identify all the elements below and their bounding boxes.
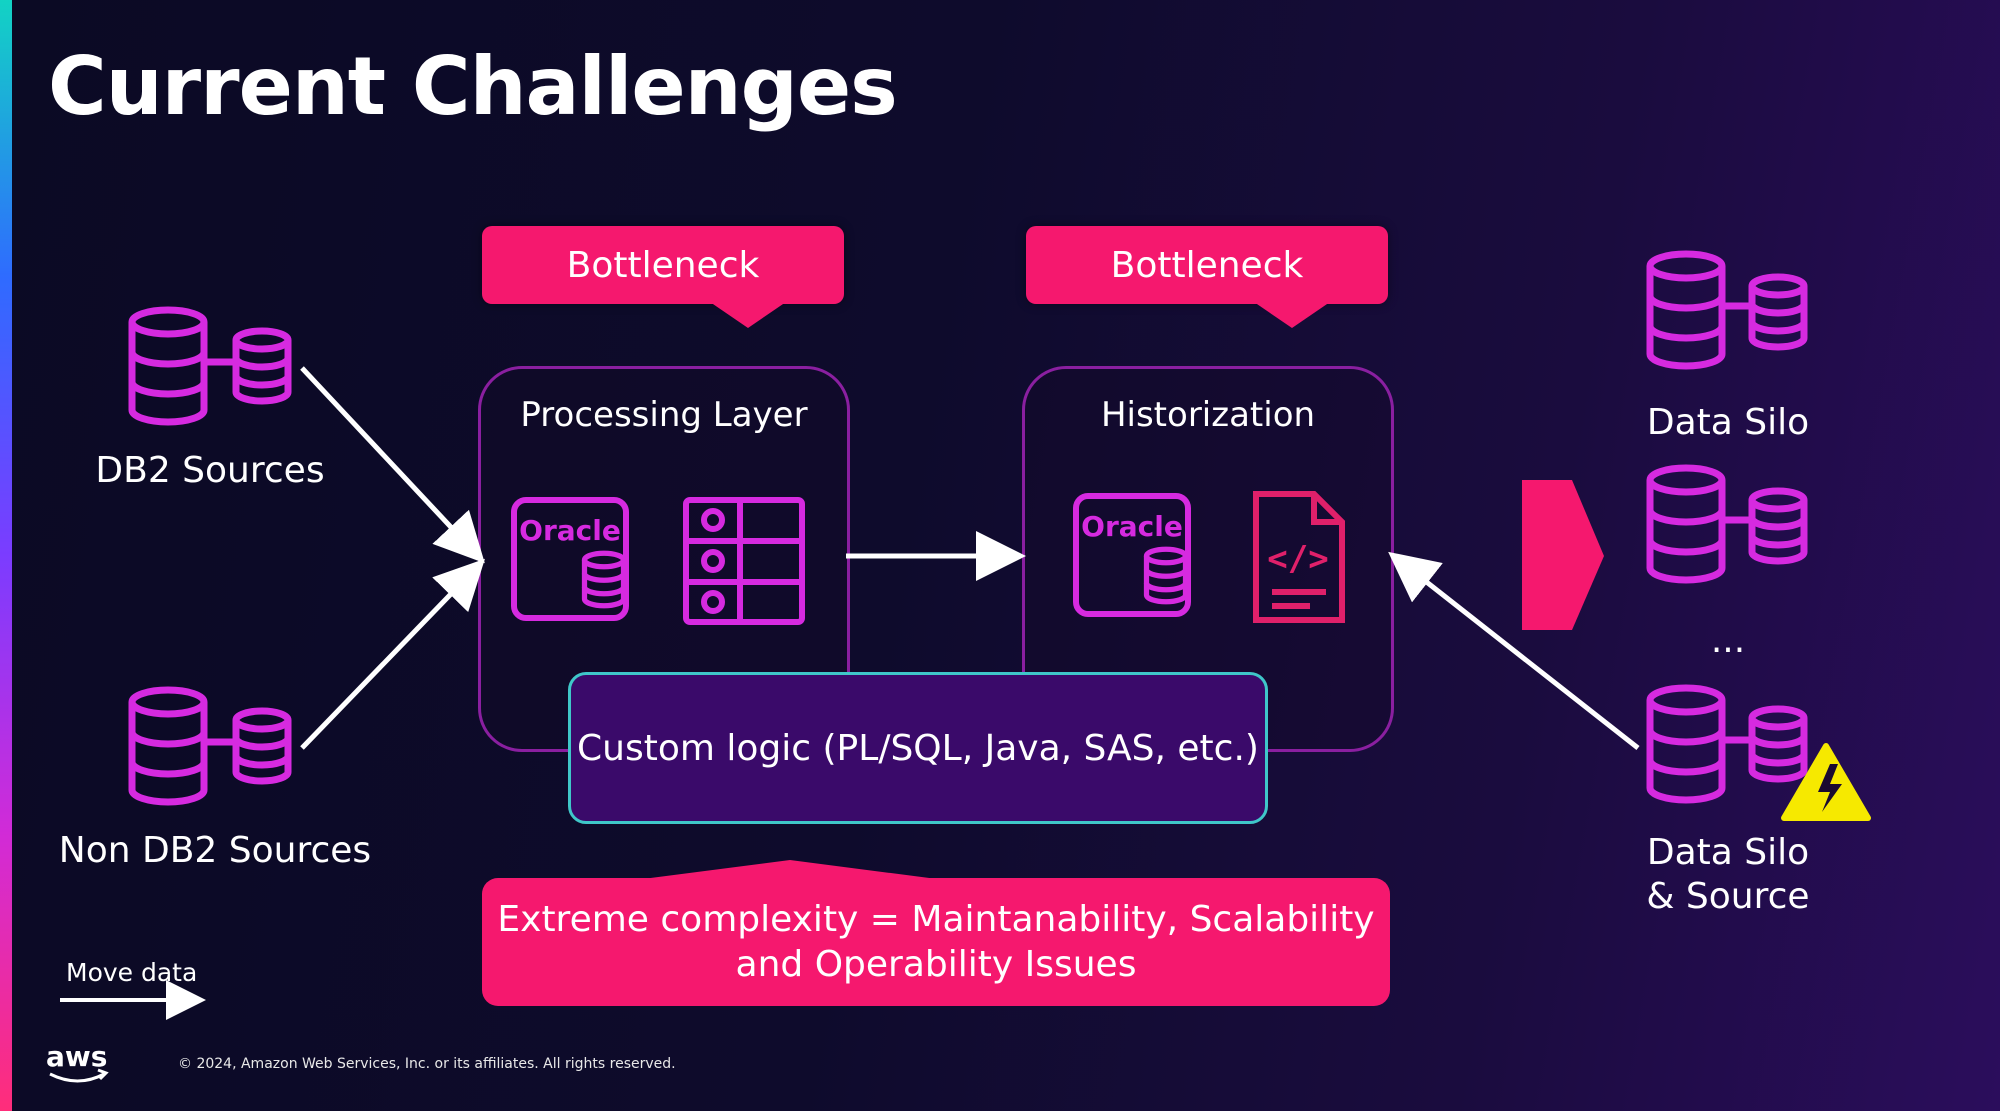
complexity-callout: Extreme complexity = Maintanability, Sca… [482,878,1390,1006]
pink-chevron-arrow [1522,480,1604,630]
data-silo-source-label-line2: & Source [1646,876,1810,917]
complexity-line-1: Extreme complexity = Maintanability, Sca… [497,899,1375,940]
data-silo-source-label-line1: Data Silo [1646,832,1810,873]
bottleneck-tail-right [1254,302,1330,328]
processing-layer-title: Processing Layer [520,395,808,435]
custom-logic-text: Custom logic (PL/SQL, Java, SAS, etc.) [577,727,1259,769]
aws-logo: aws [46,1040,108,1073]
accent-edge-bar [0,0,12,1111]
data-silo-icon-1 [1650,254,1804,366]
code-symbol: </> [1267,539,1328,579]
complexity-callout-tail [620,860,960,882]
oracle-database-icon-historization: Oracle [1073,493,1191,617]
legend-move-data: Move data [66,958,198,987]
bottleneck-callout-left: Bottleneck [482,226,844,304]
data-silo-source-icon [1650,688,1804,800]
db2-sources-label: DB2 Sources [95,450,325,491]
arrow-silo-to-historization [1388,551,1640,750]
warning-lightning-icon [1781,743,1871,821]
slide-title: Current Challenges [48,40,898,133]
data-silo-label: Data Silo [1646,402,1810,443]
complexity-line-2: and Operability Issues [735,944,1137,985]
bottleneck-tail-left [710,302,786,328]
ellipsis-label: ... [1710,620,1746,661]
oracle-database-icon-processing: Oracle [511,497,629,621]
non-db2-sources-label: Non DB2 Sources [58,830,372,871]
bottleneck-label-left: Bottleneck [566,244,760,286]
bottleneck-callout-right: Bottleneck [1026,226,1388,304]
custom-logic-box: Custom logic (PL/SQL, Java, SAS, etc.) [568,672,1268,824]
arrow-db2-to-processing [300,366,485,564]
historization-title: Historization [1100,395,1316,435]
db2-sources-database-icon [132,310,288,422]
non-db2-sources-database-icon [132,690,288,802]
copyright-text: © 2024, Amazon Web Services, Inc. or its… [178,1056,676,1072]
bottleneck-label-right: Bottleneck [1110,244,1304,286]
oracle-logo-text-processing: Oracle [519,514,621,547]
arrow-nondb2-to-processing [300,558,485,750]
aws-smile-icon [49,1072,105,1083]
oracle-logo-text-historization: Oracle [1081,510,1183,543]
server-grid-icon [683,497,805,625]
code-file-icon: </> [1253,491,1345,623]
data-silo-icon-2 [1650,468,1804,580]
